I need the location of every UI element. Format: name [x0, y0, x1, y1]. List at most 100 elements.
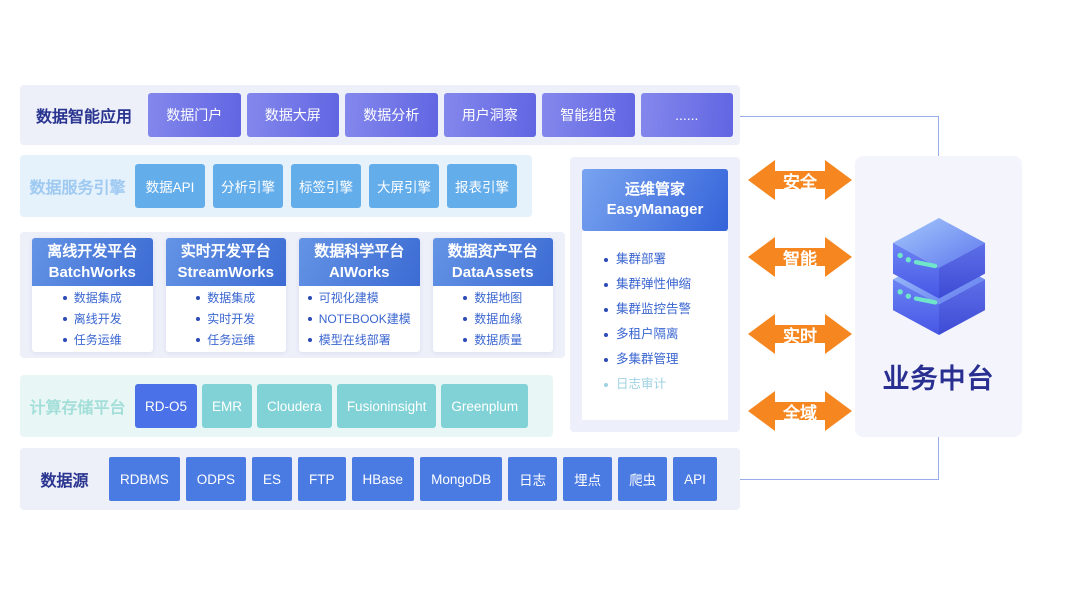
easymanager-feature: 集群部署: [604, 247, 728, 272]
service-chip: 标签引擎: [291, 164, 361, 208]
platform-feature: 模型在线部署: [308, 330, 411, 351]
easymanager-panel: 运维管家 EasyManager 集群部署集群弹性伸缩集群监控告警多租户隔离多集…: [570, 157, 740, 432]
platform-title-en: DataAssets: [451, 264, 534, 281]
double-arrow-icon: [748, 314, 852, 354]
datasource-chip: FTP: [298, 457, 346, 501]
platform-title-cn: 实时开发平台: [180, 243, 271, 260]
platform-feature: 数据集成: [196, 288, 255, 309]
service-chip: 数据API: [135, 164, 205, 208]
double-arrow-icon: [748, 237, 852, 277]
business-platform-card: 业务中台: [855, 156, 1022, 437]
capability-arrow: 全域: [748, 388, 852, 434]
platform-title-cn: 数据科学平台: [314, 243, 405, 260]
easymanager-feature: 日志审计: [604, 372, 728, 397]
easymanager-title-cn: 运维管家: [624, 181, 685, 198]
platform-feature-list: 数据集成离线开发任务运维: [63, 288, 122, 351]
platform-card-body: 数据集成实时开发任务运维: [166, 286, 287, 352]
service-chip: 分析引擎: [213, 164, 283, 208]
datasource-chip: HBase: [351, 457, 415, 501]
platform-card-header: 实时开发平台 StreamWorks: [165, 238, 286, 286]
app-chip: ......: [640, 93, 733, 137]
easymanager-feature: 多集群管理: [604, 347, 728, 372]
platform-feature: 数据集成: [63, 288, 122, 309]
platform-feature: 可视化建模: [308, 288, 411, 309]
app-chip: 用户洞察: [443, 93, 536, 137]
compute-chip: EMR: [202, 384, 253, 428]
platforms-row: 离线开发平台 BatchWorks 数据集成离线开发任务运维 实时开发平台 St…: [20, 232, 565, 358]
easymanager-feature: 多租户隔离: [604, 322, 728, 347]
platform-card-body: 数据集成离线开发任务运维: [32, 286, 153, 352]
platform-feature-list: 数据集成实时开发任务运维: [196, 288, 255, 351]
platform-feature: 数据地图: [463, 288, 522, 309]
platform-title-en: StreamWorks: [177, 264, 274, 281]
platform-title-en: BatchWorks: [48, 264, 136, 281]
platform-feature: 数据血缘: [463, 309, 522, 330]
easymanager-feature: 集群监控告警: [604, 297, 728, 322]
easymanager-feature-list: 集群部署集群弹性伸缩集群监控告警多租户隔离多集群管理日志审计: [582, 231, 728, 420]
capability-arrow-label: 全域: [783, 403, 817, 423]
datasource-chip: 爬虫: [618, 457, 668, 501]
capability-arrow-label: 实时: [783, 326, 817, 346]
service-chip: 大屏引擎: [369, 164, 439, 208]
platform-feature: 任务运维: [63, 330, 122, 351]
compute-row-label: 计算存储平台: [29, 400, 126, 417]
platform-card: 实时开发平台 StreamWorks 数据集成实时开发任务运维: [165, 238, 287, 352]
platform-title-en: AIWorks: [328, 264, 390, 281]
capability-arrow-label: 智能: [783, 249, 817, 269]
app-chip: 智能组贷: [542, 93, 635, 137]
server-stack-icon: [892, 218, 985, 335]
service-chip: 报表引擎: [447, 164, 517, 208]
apps-chip-list: 数据门户数据大屏数据分析用户洞察智能组贷......: [148, 93, 740, 137]
datasource-chip: API: [673, 457, 717, 501]
easymanager-title-en: EasyManager: [606, 201, 704, 218]
platform-feature: 实时开发: [196, 309, 255, 330]
easymanager-header: 运维管家 EasyManager: [582, 169, 728, 231]
platform-card-header: 数据科学平台 AIWorks: [299, 238, 420, 286]
app-chip: 数据分析: [345, 93, 438, 137]
platform-card-header: 离线开发平台 BatchWorks: [32, 238, 153, 286]
platform-feature: 数据质量: [463, 330, 522, 351]
easymanager-feature: 集群弹性伸缩: [604, 272, 728, 297]
apps-row-label: 数据智能应用: [35, 109, 132, 126]
apps-row: 数据智能应用 数据门户数据大屏数据分析用户洞察智能组贷......: [20, 85, 740, 145]
platform-feature: NOTEBOOK建模: [308, 309, 411, 330]
datasource-chip: 日志: [508, 457, 558, 501]
platform-feature-list: 数据地图数据血缘数据质量: [463, 288, 522, 351]
platform-card-body: 数据地图数据血缘数据质量: [433, 286, 554, 352]
double-arrow-icon: [748, 391, 852, 431]
app-chip: 数据门户: [148, 93, 241, 137]
capability-arrow-label: 安全: [783, 172, 817, 192]
business-platform-title: 业务中台: [882, 364, 995, 394]
platform-card: 离线开发平台 BatchWorks 数据集成离线开发任务运维: [32, 238, 153, 352]
datasource-chip: MongoDB: [420, 457, 503, 501]
platform-card-header: 数据资产平台 DataAssets: [432, 238, 553, 286]
capability-arrow: 安全: [748, 157, 852, 203]
app-chip: 数据大屏: [246, 93, 339, 137]
compute-chip: RD-O5: [135, 384, 198, 428]
compute-chip: Greenplum: [441, 384, 529, 428]
datasource-chip: ODPS: [185, 457, 247, 501]
datasource-row-label: 数据源: [40, 473, 89, 490]
capability-arrow: 智能: [748, 234, 852, 280]
datasource-chip: RDBMS: [109, 457, 180, 501]
platform-card: 数据资产平台 DataAssets 数据地图数据血缘数据质量: [432, 238, 554, 352]
platform-feature: 离线开发: [63, 309, 122, 330]
compute-chip: Fusioninsight: [336, 384, 437, 428]
platform-title-cn: 离线开发平台: [47, 243, 138, 260]
platform-title-cn: 数据资产平台: [447, 243, 538, 260]
services-row-label: 数据服务引擎: [29, 180, 126, 197]
platform-feature: 任务运维: [196, 330, 255, 351]
compute-chip: Cloudera: [257, 384, 332, 428]
datasource-chip: 埋点: [563, 457, 613, 501]
datasource-chip: ES: [252, 457, 293, 501]
